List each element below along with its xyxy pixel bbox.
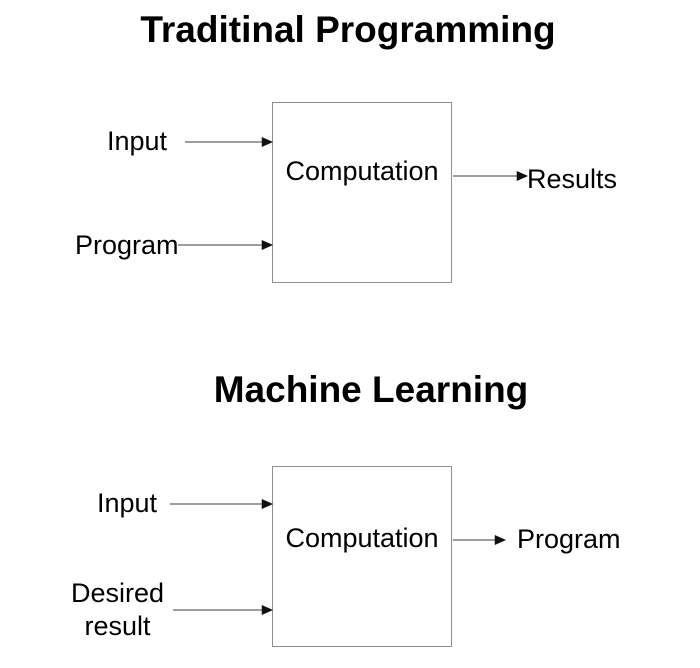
program-input-label: Program	[75, 230, 179, 260]
section-title-machine-learning: Machine Learning	[213, 369, 529, 410]
results-output-label: Results	[527, 164, 618, 194]
computation-label: Computation	[285, 156, 439, 186]
computation-label: Computation	[285, 523, 439, 553]
section-title-traditional: Traditinal Programming	[140, 9, 556, 50]
program-output-label: Program	[517, 524, 621, 554]
input-label: Input	[107, 126, 168, 156]
input-label: Input	[97, 488, 158, 518]
computation-box	[272, 102, 452, 283]
computation-box	[272, 466, 452, 647]
desired-result-label: Desired result	[70, 578, 165, 641]
